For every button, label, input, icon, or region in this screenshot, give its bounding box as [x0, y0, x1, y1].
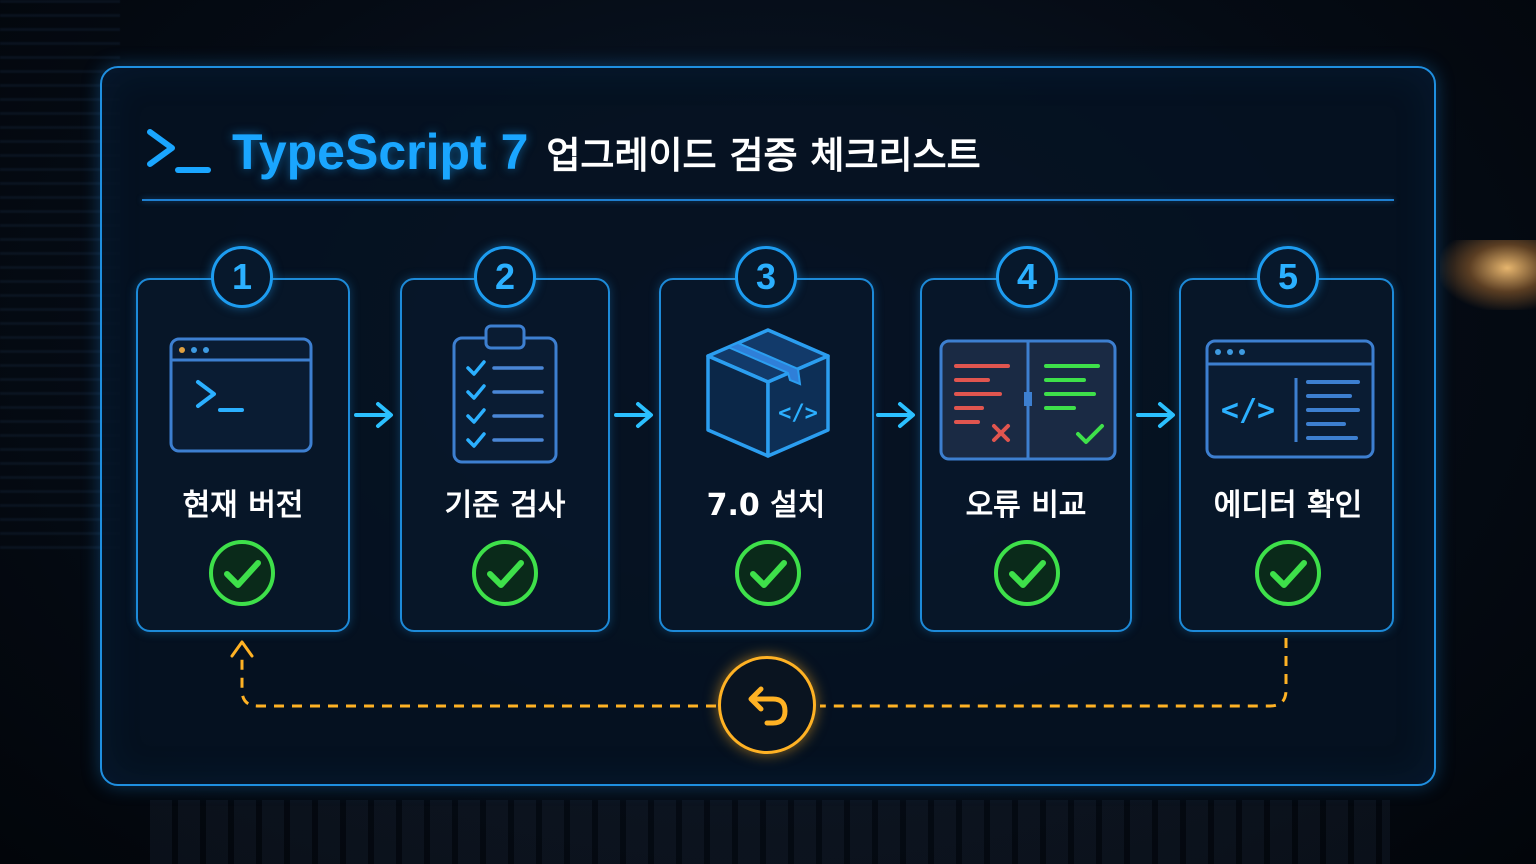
arrow-right-icon — [876, 402, 915, 428]
step-number-2: 2 — [474, 246, 536, 308]
step-number-4: 4 — [996, 246, 1058, 308]
page-title: TypeScript 7 업그레이드 검증 체크리스트 — [146, 112, 981, 192]
step-label-2: 기준 검사 — [444, 488, 566, 523]
background-keyboard — [150, 800, 1390, 864]
code-editor-icon: </> — [1205, 339, 1375, 459]
svg-text:</>: </> — [778, 401, 818, 426]
title-main: TypeScript 7 — [232, 124, 529, 180]
step-number-1: 1 — [211, 246, 273, 308]
svg-text:</>: </> — [1221, 393, 1275, 428]
step-label-1: 현재 버전 — [182, 488, 304, 523]
check-circle-icon — [1255, 540, 1321, 606]
terminal-window-icon — [169, 337, 313, 453]
terminal-prompt-icon — [147, 129, 211, 173]
background-lamp-glow — [1440, 240, 1536, 310]
step-label-4: 오류 비교 — [965, 488, 1087, 523]
step-label-3: 7.0 설치 — [706, 488, 826, 523]
arrow-right-icon — [614, 402, 653, 428]
arrow-right-icon — [354, 402, 393, 428]
check-circle-icon — [472, 540, 538, 606]
step-label-5: 에디터 확인 — [1213, 488, 1363, 523]
clipboard-checklist-icon — [452, 324, 558, 464]
arrow-right-icon — [1136, 402, 1175, 428]
title-divider — [142, 199, 1394, 201]
loop-back-button — [718, 656, 816, 754]
step-number-5: 5 — [1257, 246, 1319, 308]
package-box-icon: </> — [706, 328, 830, 458]
check-circle-icon — [209, 540, 275, 606]
step-number-3: 3 — [735, 246, 797, 308]
check-circle-icon — [994, 540, 1060, 606]
undo-icon — [748, 686, 788, 726]
title-subtitle: 업그레이드 검증 체크리스트 — [546, 134, 981, 177]
check-circle-icon — [735, 540, 801, 606]
diff-compare-icon — [939, 339, 1117, 461]
